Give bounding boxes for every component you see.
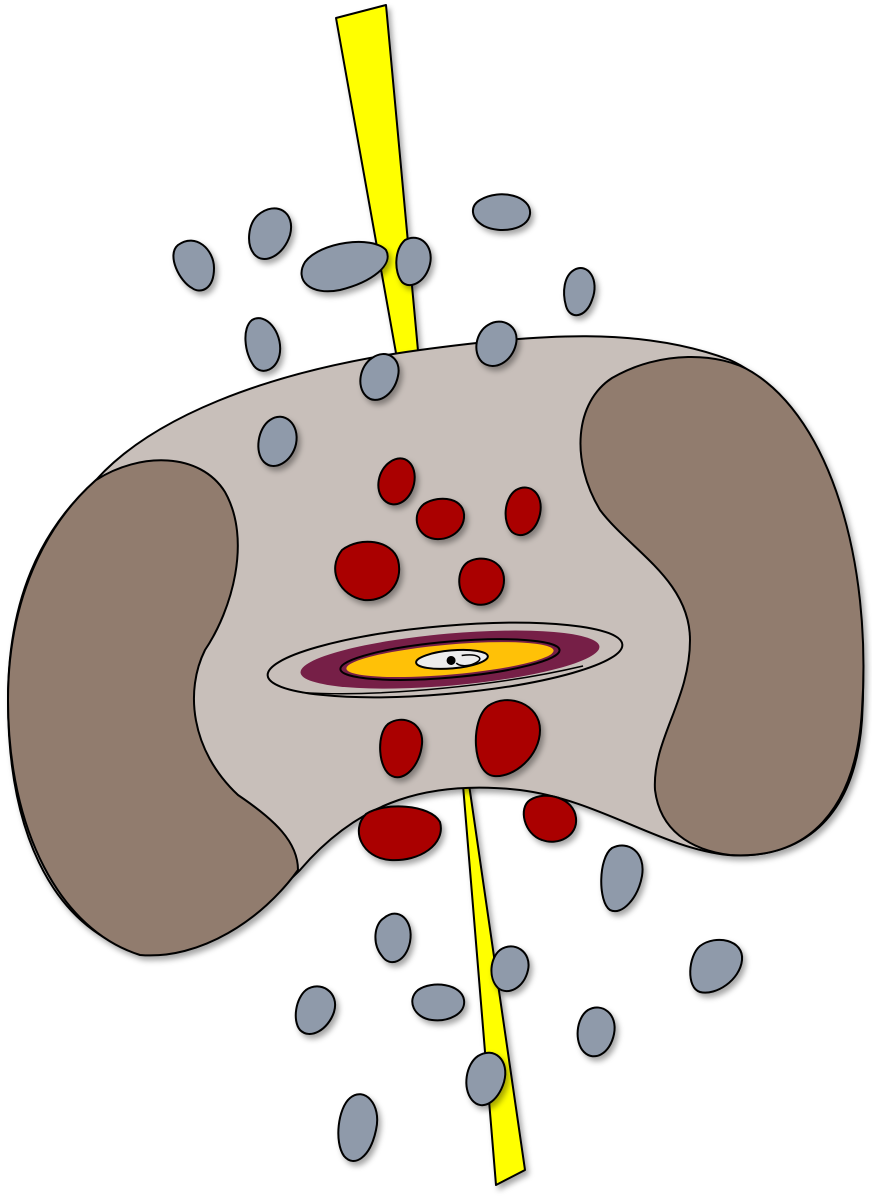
narrow-line-cloud <box>296 986 335 1034</box>
narrow-line-cloud <box>302 242 388 291</box>
broad-line-cloud <box>359 806 441 860</box>
narrow-line-cloud <box>690 940 742 993</box>
narrow-line-cloud <box>491 946 528 991</box>
narrow-line-cloud <box>173 241 214 291</box>
broad-line-cloud <box>417 499 464 539</box>
narrow-line-cloud <box>375 914 410 963</box>
narrow-line-cloud <box>564 268 594 315</box>
broad-line-cloud <box>524 796 576 842</box>
broad-line-cloud <box>335 542 399 600</box>
broad-line-cloud <box>459 559 504 605</box>
narrow-line-cloud <box>249 208 291 259</box>
narrow-line-cloud <box>473 194 530 230</box>
narrow-line-cloud <box>412 985 464 1021</box>
narrow-line-cloud <box>578 1007 615 1056</box>
narrow-line-cloud <box>396 238 430 285</box>
narrow-line-cloud <box>338 1094 377 1161</box>
narrow-line-cloud <box>245 318 280 371</box>
narrow-line-cloud <box>601 846 642 912</box>
